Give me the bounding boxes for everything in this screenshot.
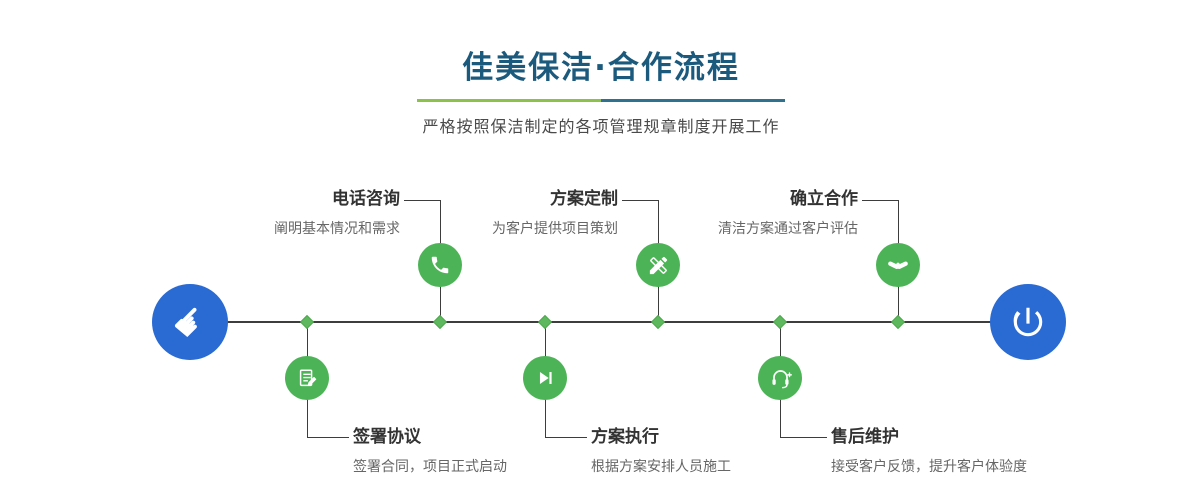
step-label-support: 售后维护 接受客户反馈，提升客户体验度 <box>831 426 1027 476</box>
play-icon <box>534 367 556 389</box>
divider-teal-segment <box>601 99 785 102</box>
step-node-contract <box>285 356 329 400</box>
power-icon <box>1009 303 1047 341</box>
connector-hline <box>622 200 658 201</box>
timeline-node-diamond <box>890 314 906 330</box>
phone-icon <box>429 254 451 276</box>
timeline-node-diamond <box>299 314 315 330</box>
step-node-execute <box>523 356 567 400</box>
timeline-node-diamond <box>650 314 666 330</box>
step-title: 售后维护 <box>831 427 899 447</box>
step-label-phone: 电话咨询 阐明基本情况和需求 <box>274 188 400 238</box>
timeline-node-diamond <box>432 314 448 330</box>
step-title: 确立合作 <box>790 189 858 209</box>
timeline-line <box>190 321 1030 323</box>
connector-hline <box>307 437 349 438</box>
step-node-support <box>758 356 802 400</box>
step-node-design <box>636 243 680 287</box>
step-desc: 接受客户反馈，提升客户体验度 <box>831 459 1027 475</box>
step-desc: 阐明基本情况和需求 <box>274 221 400 237</box>
headset-icon <box>769 367 792 390</box>
step-title: 签署协议 <box>353 427 421 447</box>
page-title: 佳美保洁·合作流程 <box>462 50 740 86</box>
timeline-node-diamond <box>537 314 553 330</box>
step-desc: 清洁方案通过客户评估 <box>718 221 858 237</box>
handshake-icon <box>886 253 910 277</box>
title-divider <box>417 99 785 102</box>
page-subtitle: 严格按照保洁制定的各项管理规章制度开展工作 <box>422 117 780 136</box>
end-endpoint <box>990 284 1066 360</box>
step-label-execute: 方案执行 根据方案安排人员施工 <box>591 426 731 476</box>
connector-hline <box>780 437 827 438</box>
step-desc: 签署合同，项目正式启动 <box>353 459 507 475</box>
step-label-handshake: 确立合作 清洁方案通过客户评估 <box>718 188 858 238</box>
connector-hline <box>862 200 898 201</box>
step-label-contract: 签署协议 签署合同，项目正式启动 <box>353 426 507 476</box>
step-title: 方案定制 <box>550 189 618 209</box>
design-tools-icon <box>647 254 670 277</box>
step-title: 方案执行 <box>591 427 659 447</box>
timeline-node-diamond <box>772 314 788 330</box>
step-title: 电话咨询 <box>332 189 400 209</box>
start-endpoint: ☛ <box>152 284 228 360</box>
step-desc: 根据方案安排人员施工 <box>591 459 731 475</box>
step-desc: 为客户提供项目策划 <box>492 221 618 237</box>
step-label-design: 方案定制 为客户提供项目策划 <box>492 188 618 238</box>
divider-green-segment <box>417 99 601 102</box>
pointing-hand-icon: ☛ <box>162 294 218 350</box>
step-node-phone <box>418 243 462 287</box>
step-node-handshake <box>876 243 920 287</box>
connector-hline <box>404 200 440 201</box>
contract-icon <box>296 367 318 389</box>
connector-hline <box>545 437 587 438</box>
